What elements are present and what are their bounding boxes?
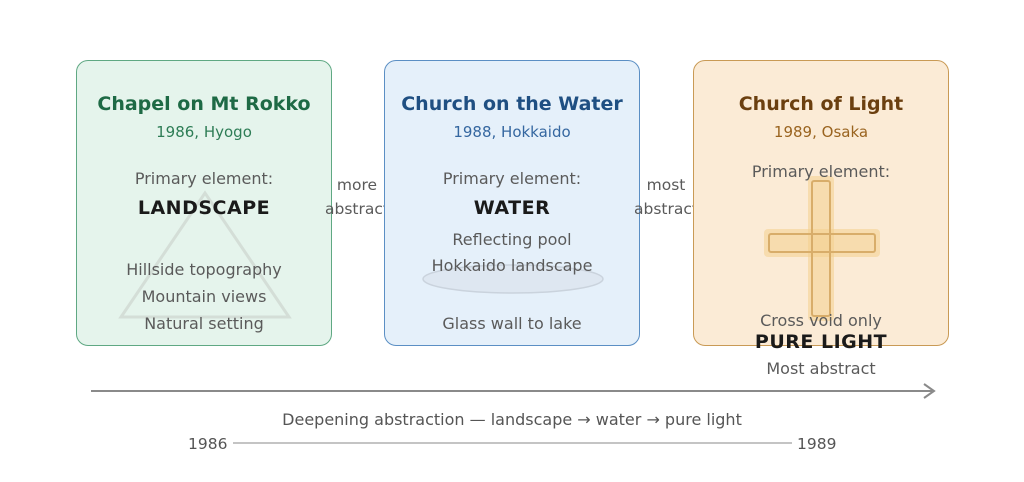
primary-element-label: Primary element:: [134, 169, 274, 188]
card-detail-line: Hokkaido landscape: [431, 256, 593, 275]
primary-element-value: WATER: [473, 197, 551, 219]
connector-line1: most: [646, 176, 686, 194]
card-church-on-the-water: Church on the Water 1988, Hokkaido Prima…: [384, 60, 640, 346]
connector-line2: abstract: [634, 200, 698, 218]
card-chapel-on-mt-rokko: Chapel on Mt Rokko 1986, Hyogo Primary e…: [76, 60, 332, 346]
connector-most-abstract: most abstract: [626, 173, 706, 221]
card-detail-line: Natural setting: [144, 314, 264, 333]
primary-element-label: Primary element:: [442, 169, 582, 188]
primary-element-label: Primary element:: [751, 162, 891, 181]
card-title: Church on the Water: [401, 93, 623, 115]
timeline-start-year: 1986: [188, 435, 228, 453]
card-detail-line: Most abstract: [766, 359, 876, 378]
timeline-end-year: 1989: [797, 435, 837, 453]
cross-icon: [764, 176, 880, 321]
card-year-place: 1988, Hokkaido: [453, 123, 571, 141]
card-year-place: 1989, Osaka: [773, 123, 869, 141]
card-detail-line: Cross void only: [760, 311, 882, 330]
card-detail-line: Mountain views: [141, 287, 267, 306]
connector-line1: more: [336, 176, 378, 194]
water-ellipse-icon: [422, 264, 604, 294]
card-detail-line: Hillside topography: [126, 260, 282, 279]
card-year-place: 1986, Hyogo: [156, 123, 252, 141]
connector-line2: abstract: [325, 200, 389, 218]
primary-element-value: LANDSCAPE: [137, 197, 271, 219]
arrow-head-icon: [923, 383, 936, 399]
card-title: Church of Light: [738, 93, 904, 115]
card-title: Chapel on Mt Rokko: [97, 93, 311, 115]
connector-more-abstract: more abstract: [317, 173, 397, 221]
card-detail-line: Reflecting pool: [452, 230, 572, 249]
primary-element-value: PURE LIGHT: [754, 331, 888, 353]
card-detail-line: Glass wall to lake: [442, 314, 582, 333]
triangle-icon: [118, 190, 292, 319]
timeline-caption: Deepening abstraction — landscape → wate…: [282, 410, 742, 429]
card-church-of-light: Church of Light 1989, Osaka Primary elem…: [693, 60, 949, 378]
